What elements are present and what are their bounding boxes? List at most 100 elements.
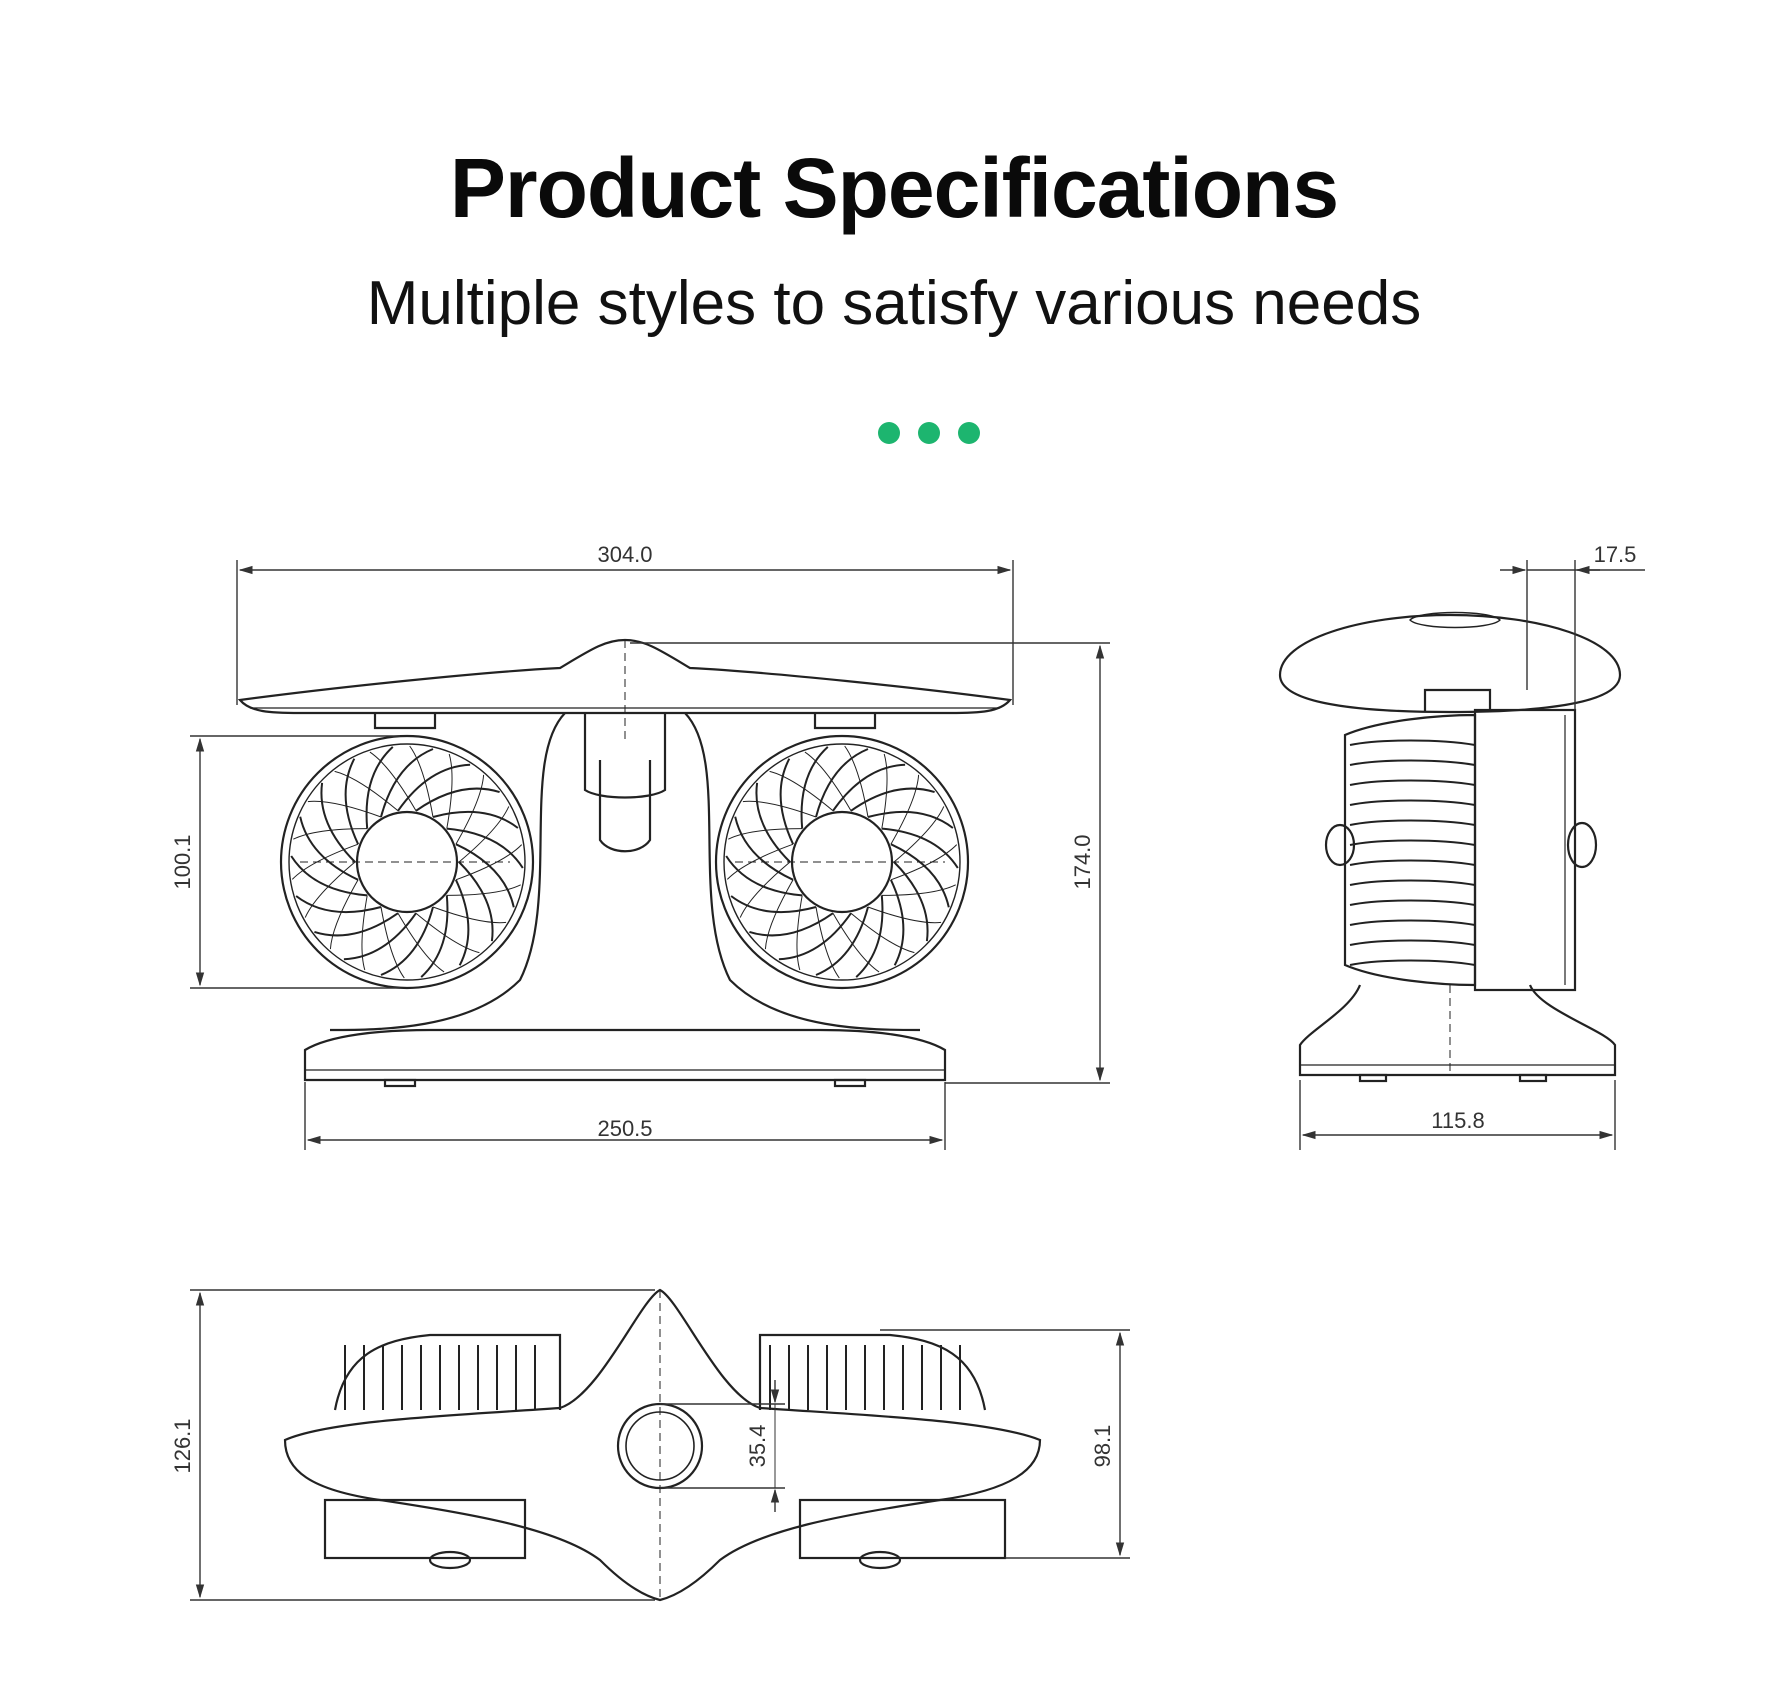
fan-guard-line [815,906,840,979]
fan-blade [380,748,434,818]
fan-blade [454,879,470,966]
fan-guard-line [726,843,794,880]
fan-left-blades [290,745,524,979]
fan-blade [314,912,399,937]
fan-guard-line [291,843,359,880]
fan-guard-line [881,753,888,829]
side-rib [1349,899,1476,906]
side-rib [1349,819,1476,826]
fan-guard-line [369,751,417,812]
fan-guard-line [409,745,434,818]
page-subtitle: Multiple styles to satisfy various needs [366,269,1422,338]
fan-blade [455,843,515,908]
fan-blade [779,758,795,845]
fan-blade [725,855,803,897]
fan-blade [850,787,935,812]
fan-blade [893,861,929,942]
dot-1 [878,422,900,444]
fan-guard-line [890,774,920,845]
page-title: Product Specifications [449,141,1339,235]
fan-guard-line [769,770,834,812]
fan-blade [432,810,519,829]
fan-guard-line [397,912,445,973]
side-rib [1349,879,1476,886]
fan-guard-line [796,895,803,971]
fan-blade [815,748,869,818]
fan-guard-line [742,800,817,818]
decorative-dots [878,422,980,444]
side-rib [1349,759,1476,766]
fan-blade [867,810,954,829]
fan-guard-line [728,828,803,840]
fan-guard-line [304,861,356,918]
side-view [1278,611,1622,1083]
top-dimensions [190,1289,1130,1601]
dim-top-hub-diameter: 35.4 [745,1425,770,1468]
fan-guard-line [844,745,869,818]
fan-blade [734,816,794,881]
fan-blade [778,912,852,961]
side-rib [1349,799,1476,806]
fan-blade [344,758,360,845]
fan-blade [815,906,869,976]
fan-guard-line [432,906,507,924]
side-rib [1349,739,1476,746]
fan-guard-line [455,844,523,881]
fan-guard-line [446,884,521,896]
side-rib [1349,839,1476,846]
dim-top-fan-depth: 98.1 [1090,1425,1115,1468]
side-rib [1349,779,1476,786]
fan-guard-line [455,774,485,845]
fan-guard-line [804,751,852,812]
fan-blade [380,906,434,976]
fan-blade [397,763,471,812]
fan-guard-line [890,844,958,881]
dim-top-total-depth: 126.1 [170,1418,195,1473]
fan-guard-line [893,806,945,863]
fan-blade [295,895,382,914]
fan-guard-line [867,906,942,924]
top-fan-ribs [344,1345,961,1410]
fan-blade [290,855,368,897]
fan-blade [730,895,817,914]
side-rib [1349,919,1476,926]
fan-blade [343,912,417,961]
side-fan-ribs [1349,739,1476,966]
fan-guard-line [881,884,956,896]
top-view [283,1288,1042,1602]
dim-front-total-width: 304.0 [597,542,652,567]
fan-guard-line [415,912,480,954]
fan-guard-line [850,912,915,954]
dot-2 [918,422,940,444]
fan-blade [458,861,494,942]
dim-front-total-height: 174.0 [1070,834,1095,889]
fan-blade [800,746,829,829]
fan-blade [749,912,834,937]
dot-3 [958,422,980,444]
fan-blade [890,843,950,908]
fan-guard-line [458,806,510,863]
fan-blade [446,827,524,869]
front-dimensions [190,560,1110,1150]
fan-guard-line [329,879,359,950]
fan-guard-line [361,895,368,971]
fan-blade [415,787,500,812]
fan-blade [889,879,905,966]
fan-guard-line [764,879,794,950]
dim-front-base-width: 250.5 [597,1116,652,1141]
side-rib [1349,939,1476,946]
fan-blade [855,895,884,978]
side-rib [1349,959,1476,966]
fan-blade [755,782,791,863]
fan-blade [299,816,359,881]
fan-guard-line [307,800,382,818]
fan-blade [420,895,449,978]
fan-guard-line [832,912,880,973]
fan-blade [365,746,394,829]
side-dimensions [1299,560,1645,1150]
fan-guard-line [334,770,399,812]
fan-right-blades [725,745,959,979]
fan-guard-line [380,906,405,979]
dim-side-depth-offset: 17.5 [1594,542,1637,567]
fan-blade [832,763,906,812]
